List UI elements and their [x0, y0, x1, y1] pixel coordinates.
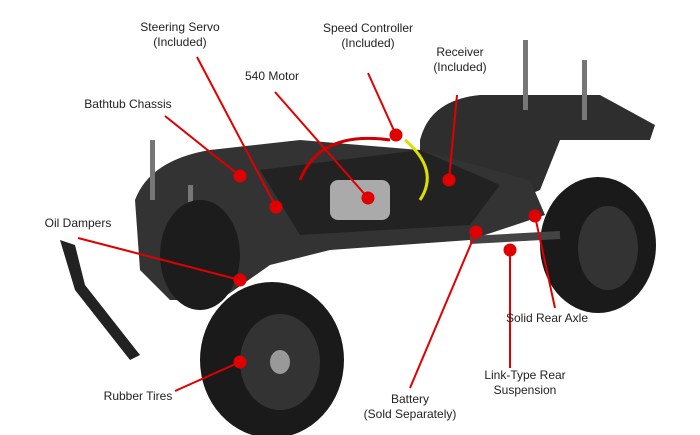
callout-label: Battery(Sold Separately) — [364, 392, 457, 422]
callout-line — [367, 72, 397, 136]
callout-label: 540 Motor — [245, 69, 299, 84]
callout-line — [174, 361, 241, 392]
callout-label-line2: (Included) — [341, 36, 395, 50]
callout-label-line2: (Sold Separately) — [363, 407, 457, 421]
callout-label: Oil Dampers — [45, 216, 112, 231]
callout-label: Receiver(Included) — [433, 45, 486, 75]
callout-line — [448, 94, 458, 181]
callout-label-line1: Speed Controller — [322, 21, 414, 35]
body-post — [150, 140, 155, 200]
callout-line — [534, 215, 556, 309]
callout-label: Speed Controller(Included) — [323, 21, 413, 51]
callout-dot — [233, 273, 247, 287]
callout-label: Rubber Tires — [104, 389, 173, 404]
callout-line — [196, 56, 277, 208]
front-tire — [200, 282, 344, 435]
callout-label-line2: (Included) — [153, 35, 207, 49]
callout-dot — [442, 173, 456, 187]
callout-dot — [469, 225, 483, 239]
callout-label-line1: 540 Motor — [244, 69, 300, 83]
red-wire — [298, 136, 391, 181]
callout-label-line1: Rubber Tires — [103, 389, 173, 403]
callout-dot — [233, 355, 247, 369]
callout-line — [164, 115, 241, 177]
yellow-wire — [404, 138, 429, 201]
callout-label-line1: Solid Rear Axle — [505, 311, 589, 325]
callout-label-line1: Link-Type Rear — [484, 368, 566, 382]
motor — [330, 180, 390, 220]
callout-dot — [269, 200, 283, 214]
callout-label-line1: Steering Servo — [140, 20, 220, 34]
callout-label: Steering Servo(Included) — [140, 20, 219, 50]
callout-label: Bathtub Chassis — [84, 97, 171, 112]
callout-label: Solid Rear Axle — [506, 311, 588, 326]
front-bumper — [60, 240, 140, 360]
callout-dot — [528, 209, 542, 223]
callout-dot — [503, 243, 517, 257]
rear-axle — [469, 231, 561, 244]
callout-label-line1: Receiver — [436, 45, 484, 59]
callout-label-line2: (Included) — [433, 60, 487, 74]
callout-line — [77, 237, 241, 281]
callout-dot — [389, 128, 403, 142]
rear-tire-left — [160, 200, 240, 310]
callout-dot — [361, 191, 375, 205]
callout-label-line1: Battery — [390, 392, 429, 406]
rear-tire — [540, 177, 656, 313]
callout-line — [409, 231, 477, 389]
callout-line — [274, 91, 369, 199]
callout-label-line1: Bathtub Chassis — [84, 97, 172, 111]
body-post — [523, 40, 528, 110]
callout-dot — [233, 169, 247, 183]
callout-label-line1: Oil Dampers — [44, 216, 112, 230]
callout-label-line2: Suspension — [493, 383, 557, 397]
body-post — [582, 60, 587, 120]
